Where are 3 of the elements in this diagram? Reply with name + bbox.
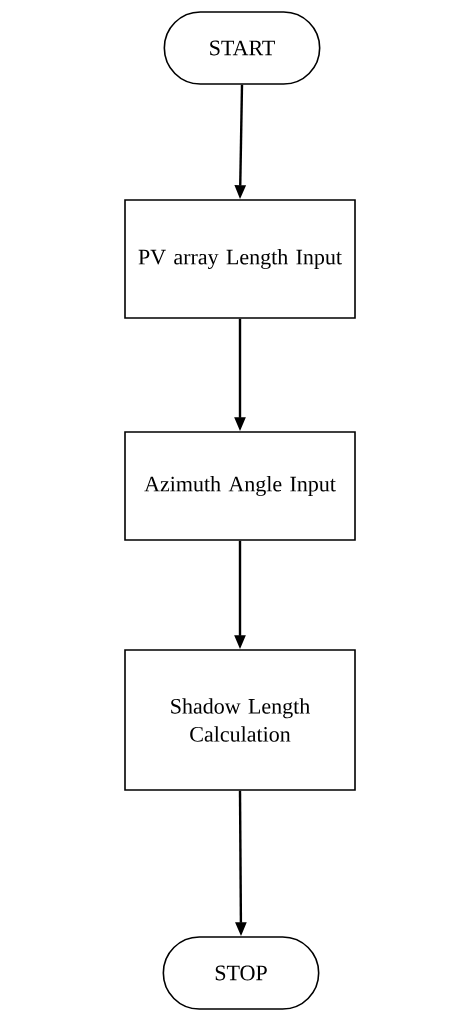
process-box: Shadow Length Calculation [124, 649, 356, 791]
process-box: Azimuth Angle Input [124, 431, 356, 541]
process-box: PV array Length Input [124, 199, 356, 319]
